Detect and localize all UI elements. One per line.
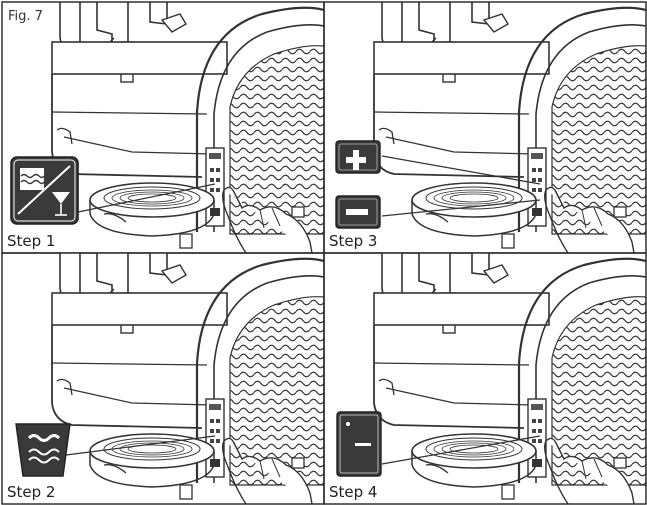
step-4-label: Step 4 — [327, 483, 379, 501]
figure-label: Fig. 7 — [5, 9, 46, 25]
step-2-label: Step 2 — [5, 483, 57, 501]
step-3-label: Step 3 — [327, 232, 379, 250]
step-1-label: Step 1 — [5, 232, 57, 250]
